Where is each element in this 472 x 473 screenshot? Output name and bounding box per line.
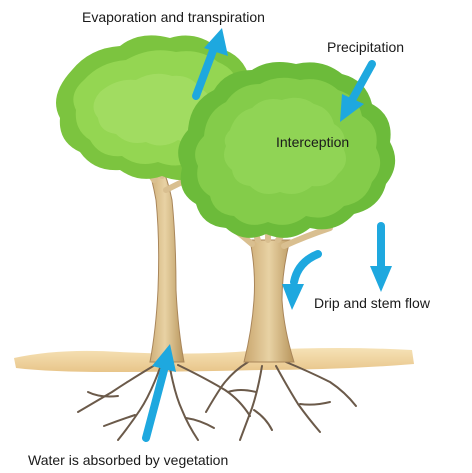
arrow-down-icon	[370, 226, 392, 292]
evaporation-label: Evaporation and transpiration	[82, 9, 265, 25]
trunk-right	[244, 240, 294, 362]
drip-stem-flow-label: Drip and stem flow	[314, 295, 430, 311]
roots-right	[206, 362, 356, 440]
ground	[14, 348, 414, 372]
curved-arrow-icon	[282, 254, 318, 310]
precipitation-label: Precipitation	[327, 39, 404, 55]
absorption-label: Water is absorbed by vegetation	[28, 452, 228, 468]
interception-label: Interception	[276, 134, 349, 150]
